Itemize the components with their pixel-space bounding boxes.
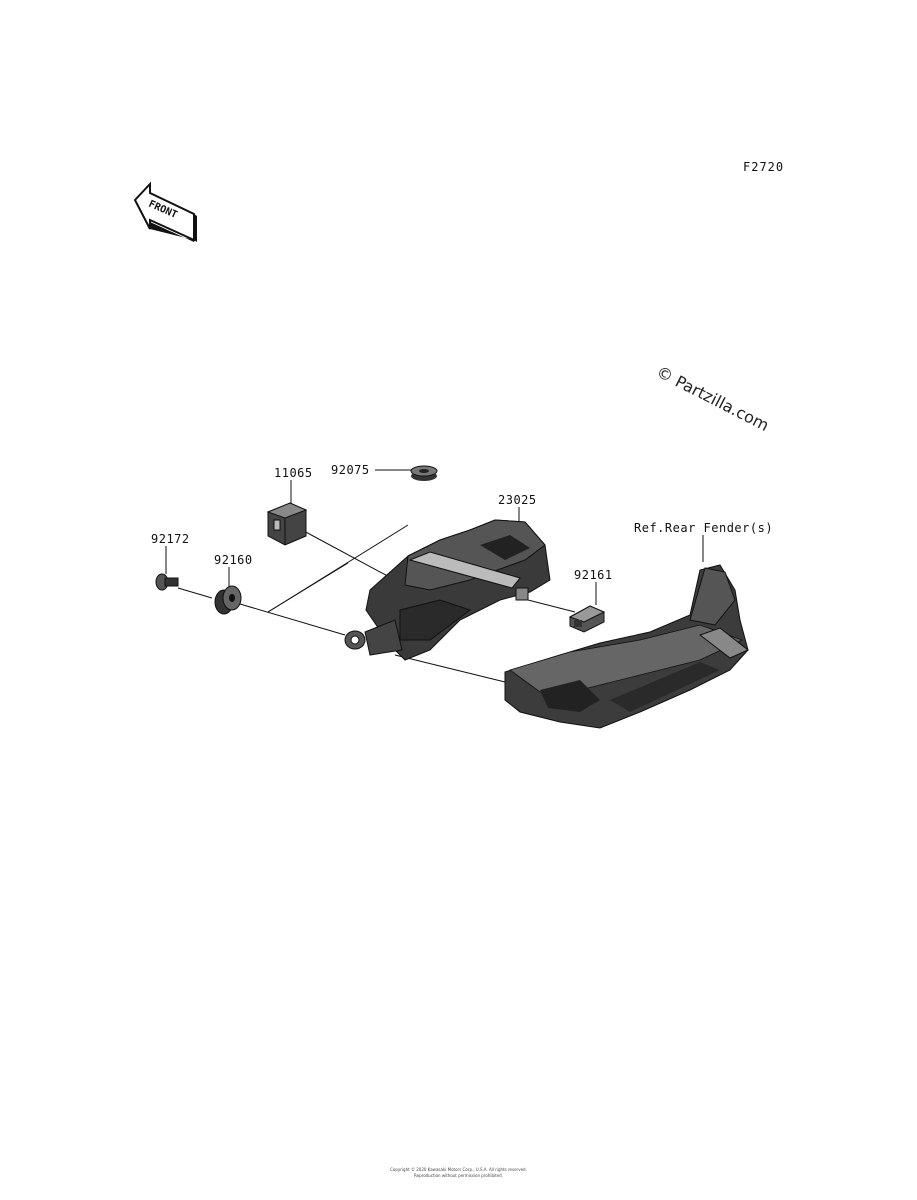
front-arrow-icon: FRONT xyxy=(133,181,197,242)
copyright-line-2: Reproduction without permission prohibit… xyxy=(414,1173,503,1178)
part-label-11065[interactable]: 11065 xyxy=(274,466,313,480)
part-label-ref-rear-fender[interactable]: Ref.Rear Fender(s) xyxy=(634,521,774,535)
rear-fender-reference-icon xyxy=(504,564,749,729)
figure-code: F2720 xyxy=(743,160,785,174)
damper-11065-icon xyxy=(266,502,308,546)
bracket-23025-icon xyxy=(344,519,551,661)
copyright-line-1: Copyright © 2020 Kawasaki Motors Corp., … xyxy=(390,1167,527,1172)
part-label-92172[interactable]: 92172 xyxy=(151,532,190,546)
part-label-92160[interactable]: 92160 xyxy=(214,553,253,567)
screw-92172-icon xyxy=(155,573,179,591)
part-label-92075[interactable]: 92075 xyxy=(331,463,370,477)
part-label-23025[interactable]: 23025 xyxy=(498,493,537,507)
damper-92160-icon xyxy=(214,585,242,615)
leader-lines xyxy=(165,469,704,683)
grommet-92075-icon xyxy=(410,465,438,481)
part-label-92161[interactable]: 92161 xyxy=(574,568,613,582)
copyright-footer: Copyright © 2020 Kawasaki Motors Corp., … xyxy=(0,1167,917,1179)
damper-92161-icon xyxy=(568,605,606,633)
